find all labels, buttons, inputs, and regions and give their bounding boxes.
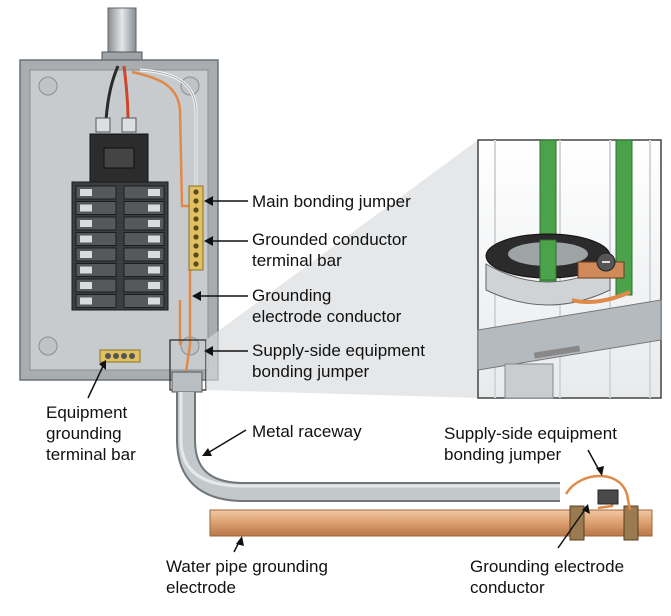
equipment-grounding-terminal-bar-graphic — [99, 349, 141, 363]
label-text: bonding jumper — [252, 362, 370, 381]
label-grounded-conductor-terminal-bar: Grounded conductor terminal bar — [252, 229, 407, 271]
service-conduit — [101, 7, 143, 67]
breaker-toggle — [80, 251, 92, 258]
breaker-toggle — [80, 282, 92, 289]
label-text: Grounding electrode — [470, 557, 625, 576]
breaker-toggle — [148, 189, 160, 196]
breaker-toggle — [80, 235, 92, 243]
label-text: conductor — [470, 578, 545, 597]
breaker-toggle — [80, 266, 92, 274]
leader-arrowheads — [99, 196, 604, 546]
terminal-screw — [193, 225, 199, 231]
branch-breakers — [71, 181, 169, 311]
breaker-toggle — [148, 282, 160, 289]
label-text: Water pipe grounding — [166, 557, 328, 576]
breaker-toggle — [80, 204, 92, 212]
breaker-toggle — [148, 235, 160, 243]
service-conductors — [104, 65, 130, 121]
label-metal-raceway: Metal raceway — [252, 421, 362, 442]
label-text: Equipment — [46, 403, 128, 422]
label-grounding-electrode-conductor: Grounding electrode conductor — [252, 285, 401, 327]
label-supply-side-bonding-jumper: Supply-side equipment bonding jumper — [252, 340, 425, 382]
grounded-conductor-terminal-bar — [188, 185, 204, 271]
water-pipe — [209, 505, 653, 541]
label-text: Grounded conductor — [252, 230, 407, 249]
label-text: electrode — [166, 578, 236, 597]
terminal-screw — [193, 189, 199, 195]
label-text: terminal bar — [46, 445, 136, 464]
inset-detail — [206, 139, 662, 399]
label-text: Main bonding jumper — [252, 192, 411, 211]
breaker-toggle — [148, 220, 160, 227]
terminal-screw — [193, 234, 199, 240]
label-text: electrode conductor — [252, 307, 402, 326]
breaker-toggle — [148, 204, 160, 212]
label-text: grounding — [46, 424, 122, 443]
terminal-screw — [193, 216, 199, 222]
label-text: Grounding — [252, 286, 332, 305]
main-breaker — [89, 117, 149, 183]
breaker-toggle — [148, 251, 160, 258]
terminal-screw — [193, 252, 199, 258]
breaker-toggle — [148, 266, 160, 274]
breaker-toggle — [80, 297, 92, 305]
label-equipment-grounding-terminal-bar: Equipment grounding terminal bar — [46, 402, 136, 465]
terminal-screw — [193, 207, 199, 213]
terminal-screw — [193, 198, 199, 204]
label-text: terminal bar — [252, 251, 342, 270]
label-water-pipe-grounding-electrode: Water pipe grounding electrode — [166, 556, 328, 598]
terminal-screw — [193, 243, 199, 249]
label-text: Supply-side equipment — [444, 424, 617, 443]
breaker-toggle — [80, 189, 92, 196]
terminal-screw — [193, 261, 199, 267]
breaker-toggle — [148, 297, 160, 305]
label-text: bonding jumper — [444, 445, 562, 464]
label-main-bonding-jumper: Main bonding jumper — [252, 191, 411, 212]
breaker-toggle — [80, 220, 92, 227]
label-text: Metal raceway — [252, 422, 362, 441]
copper-bonding-conductors — [131, 70, 194, 373]
label-grounding-electrode-conductor-pipe: Grounding electrode conductor — [470, 556, 624, 598]
label-text: Supply-side equipment — [252, 341, 425, 360]
label-supply-side-bonding-jumper-pipe: Supply-side equipment bonding jumper — [444, 423, 617, 465]
